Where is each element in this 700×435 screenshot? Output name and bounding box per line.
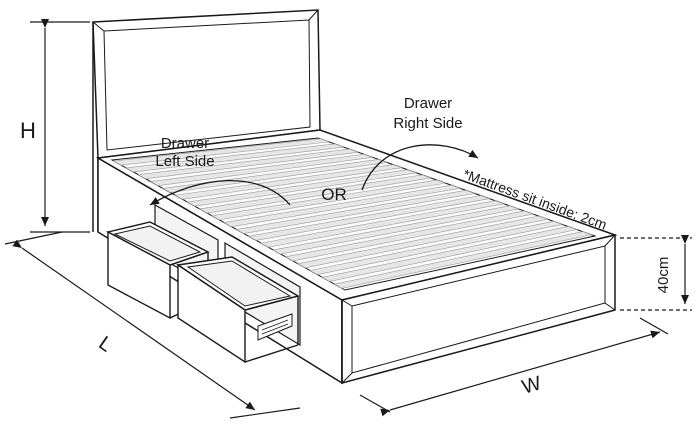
slat [284, 210, 535, 262]
slats [112, 138, 593, 289]
slat [333, 231, 593, 289]
base-height-label: 40cm [655, 257, 672, 294]
slat [125, 143, 344, 173]
drawer-left-label-line1: Drawer [161, 135, 209, 152]
base-height-dimension [620, 235, 692, 311]
slat [260, 200, 506, 248]
slat [137, 148, 359, 180]
height-dimension [30, 19, 90, 233]
slat [272, 205, 520, 255]
left-side-arrow [149, 179, 291, 206]
slat [161, 159, 388, 193]
slat [174, 164, 402, 200]
slat [198, 174, 432, 214]
slat [186, 169, 417, 207]
or-label: OR [321, 185, 347, 204]
slat [211, 179, 446, 221]
slat [296, 215, 549, 269]
bed-platform [95, 129, 618, 301]
drawer-right-label-line1: Drawer [404, 95, 452, 112]
drawer-left-label-line2: Left Side [155, 153, 214, 170]
slat [112, 138, 330, 166]
right-side-arrow [361, 144, 479, 191]
width-label: W [520, 372, 544, 398]
slat [235, 190, 476, 234]
slat [321, 226, 578, 282]
length-label: L [95, 332, 117, 356]
width-dimension [359, 317, 669, 417]
slat [223, 184, 462, 228]
length-dimension [4, 231, 301, 419]
slat [149, 153, 373, 186]
drawer-right-label-line2: Right Side [393, 115, 462, 132]
slat [247, 195, 491, 241]
slat [309, 220, 564, 275]
height-label: H [20, 118, 36, 143]
